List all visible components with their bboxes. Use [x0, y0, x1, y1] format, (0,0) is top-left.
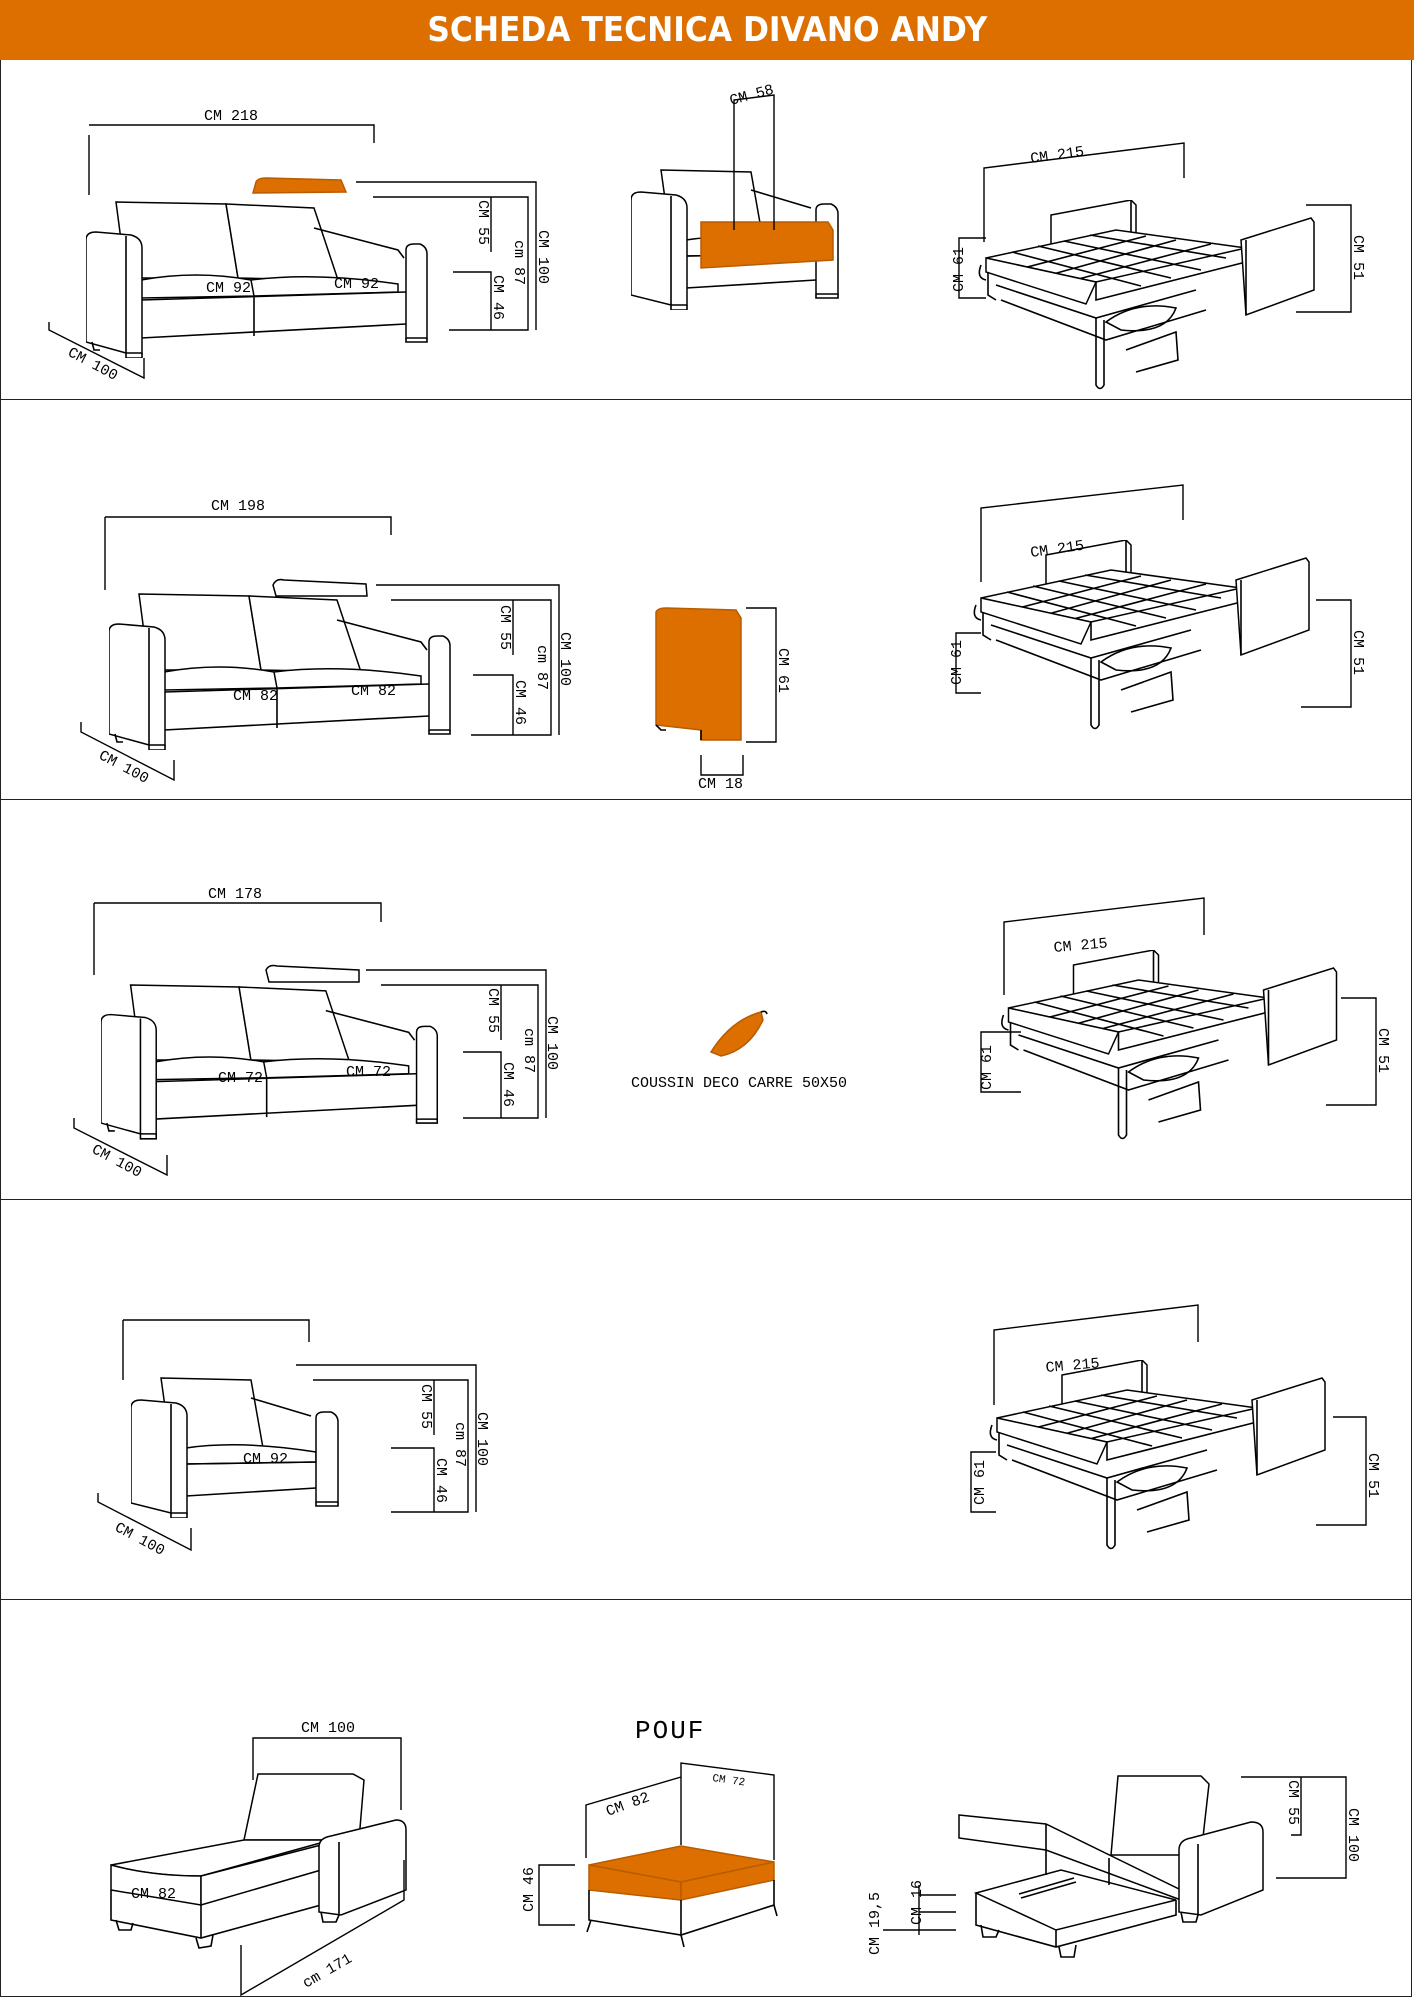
h100-label: CM 100 [543, 1016, 560, 1070]
sofa-drawing [101, 984, 439, 1140]
row-armchair: CM 92 CM 55 cm 87 CM 100 CM 46 CM 100 CM… [0, 1200, 1412, 1600]
pouf-title: POUF [635, 1716, 705, 1746]
seat-label-1: CM 82 [233, 688, 278, 705]
bed-h51-label: CM 51 [1374, 1028, 1391, 1073]
h87-label: cm 87 [533, 645, 550, 690]
seat-highlight [700, 221, 834, 269]
pouf-h46-label: CM 46 [521, 1867, 538, 1912]
bed-h61-label: CM 61 [949, 640, 966, 685]
row-chaise-pouf: CM 100 CM 82 cm 171 POUF CM 82 CM 72 CM … [0, 1600, 1412, 1997]
row2-drawings: CM 198 CM 82 CM 82 CM 55 cm 87 CM 100 CM… [80, 484, 1366, 793]
h87-label: cm 87 [451, 1422, 468, 1467]
open-h55-label: CM 55 [1284, 1780, 1301, 1825]
pouf-w82-label: CM 82 [604, 1789, 652, 1820]
headrest [265, 964, 360, 983]
h87-label: cm 87 [510, 240, 527, 285]
pouf-drawing [586, 1845, 778, 1948]
h55-label: CM 55 [484, 988, 501, 1033]
h55-label: CM 55 [496, 605, 513, 650]
h100-label: CM 100 [556, 632, 573, 686]
sofa-bed-drawing [973, 540, 1310, 730]
chaise-width-label: CM 100 [301, 1720, 355, 1737]
chaise-drawing [110, 1773, 407, 1949]
chaise-length-label: cm 171 [300, 1951, 355, 1993]
seat-label-2: CM 92 [334, 276, 379, 293]
open-h100-label: CM 100 [1344, 1808, 1361, 1862]
sofa-bed-drawing [989, 1360, 1326, 1550]
seat-label-2: CM 82 [351, 683, 396, 700]
sofa-bed-drawing [978, 200, 1315, 390]
depth-label: CM 100 [112, 1519, 168, 1559]
bed-h61-label: CM 61 [951, 247, 968, 292]
page-header: SCHEDA TECNICA DIVANO ANDY [0, 0, 1414, 60]
h55-label: CM 55 [417, 1384, 434, 1429]
width-label: CM 218 [204, 108, 258, 125]
sofa-bed-drawing [1001, 950, 1338, 1140]
bed-width-label: CM 215 [1029, 144, 1085, 168]
h100-label: CM 100 [473, 1412, 490, 1466]
bed-width-label: CM 215 [1045, 1355, 1100, 1377]
side-h-label: CM 61 [774, 648, 791, 693]
bed-width-label: CM 215 [1053, 935, 1108, 957]
h46-label: CM 46 [511, 680, 528, 725]
seat-label: CM 92 [243, 1451, 288, 1468]
row4-drawings: CM 92 CM 55 cm 87 CM 100 CM 46 CM 100 CM… [97, 1304, 1381, 1560]
row-sofa-3-seater: CM 218 CM 92 CM 92 CM 55 cm 87 CM 100 CM… [0, 60, 1412, 400]
page-title: SCHEDA TECNICA DIVANO ANDY [427, 10, 987, 50]
bed-h61-label: CM 61 [979, 1045, 996, 1090]
width-label: CM 198 [211, 498, 265, 515]
h46-label: CM 46 [489, 275, 506, 320]
h100-label: CM 100 [534, 230, 551, 284]
row1-drawings: CM 218 CM 92 CM 92 CM 55 cm 87 CM 100 CM… [48, 82, 1366, 390]
back-width-label: CM 58 [728, 82, 776, 110]
open-h195-label: CM 19,5 [867, 1892, 884, 1955]
depth-label: CM 100 [89, 1141, 145, 1181]
armchair-drawing [131, 1377, 339, 1518]
seat-label-1: CM 92 [206, 280, 251, 297]
bed-h51-label: CM 51 [1364, 1453, 1381, 1498]
bed-h51-label: CM 51 [1349, 235, 1366, 280]
h87-label: cm 87 [520, 1028, 537, 1073]
headrest-highlight [252, 177, 348, 194]
bed-h61-label: CM 61 [972, 1460, 989, 1505]
row3-drawings: CM 178 CM 72 CM 72 CM 55 cm 87 CM 100 CM… [73, 886, 1391, 1182]
side-panel-drawing [655, 607, 742, 741]
h46-label: CM 46 [499, 1062, 516, 1107]
cushion-label: COUSSIN DECO CARRE 50X50 [631, 1075, 847, 1092]
bed-h51-label: CM 51 [1349, 630, 1366, 675]
width-label: CM 178 [208, 886, 262, 903]
row-sofa-compact: CM 178 CM 72 CM 72 CM 55 cm 87 CM 100 CM… [0, 800, 1412, 1200]
h55-label: CM 55 [474, 200, 491, 245]
depth-label: CM 100 [65, 344, 121, 384]
side-w-label: CM 18 [698, 776, 743, 793]
seat-label-1: CM 72 [218, 1070, 263, 1087]
h46-label: CM 46 [432, 1458, 449, 1503]
cushion-drawing [709, 1011, 764, 1057]
sofa-drawing [109, 593, 451, 750]
row-sofa-2-seater: CM 198 CM 82 CM 82 CM 55 cm 87 CM 100 CM… [0, 400, 1412, 800]
chaise-open-drawing [958, 1775, 1264, 1958]
chaise-seat-label: CM 82 [131, 1886, 176, 1903]
pouf-w72-label: CM 72 [711, 1773, 745, 1789]
row5-drawings: CM 100 CM 82 cm 171 POUF CM 82 CM 72 CM … [110, 1716, 1361, 1997]
seat-label-2: CM 72 [346, 1064, 391, 1081]
open-h16-label: CM 16 [909, 1880, 926, 1925]
headrest [272, 578, 368, 597]
